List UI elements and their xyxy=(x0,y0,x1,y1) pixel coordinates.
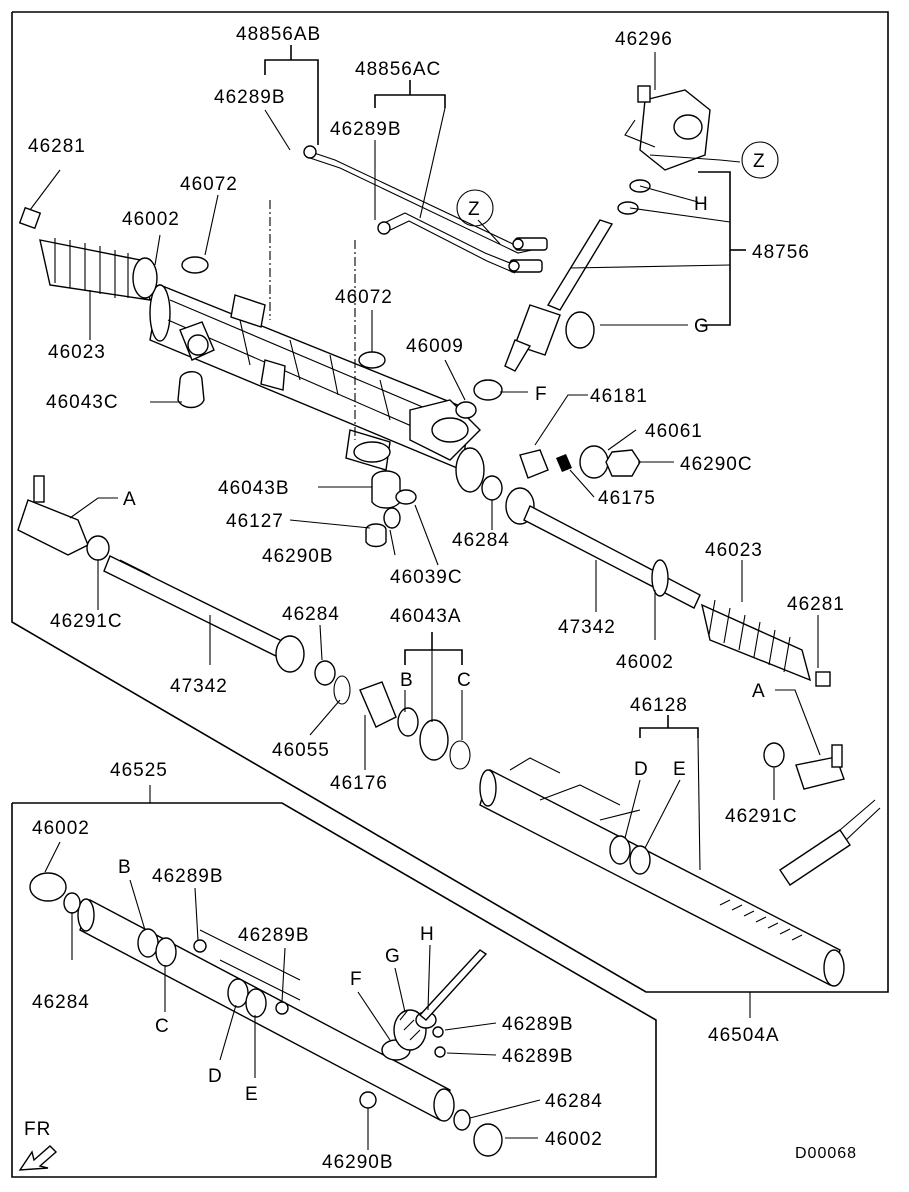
label-46043B: 46043B xyxy=(218,478,290,499)
label-kit-46290B: 46290B xyxy=(322,1152,394,1173)
label-46072-a: 46072 xyxy=(180,174,238,195)
ref-b-mid: B xyxy=(400,670,414,691)
ref-e-mid: E xyxy=(673,759,687,780)
label-46296: 46296 xyxy=(615,29,673,50)
ref-h-kit: H xyxy=(420,924,435,945)
label-46525: 46525 xyxy=(110,760,168,781)
direction-label: FR xyxy=(24,1119,51,1140)
ref-z-mid: Z xyxy=(468,199,481,220)
label-46504A: 46504A xyxy=(708,1025,780,1046)
kit-frame xyxy=(11,802,657,1178)
label-46176: 46176 xyxy=(330,773,388,794)
label-kit-46002: 46002 xyxy=(32,818,90,839)
label-46023-left: 46023 xyxy=(48,342,106,363)
front-direction-arrow xyxy=(18,1145,58,1171)
rack-housing-assembly xyxy=(479,757,881,987)
leader-lines xyxy=(29,45,821,1150)
label-48756: 48756 xyxy=(752,242,810,263)
label-46055: 46055 xyxy=(272,740,330,761)
ref-g-kit: G xyxy=(385,946,401,967)
label-46291C-right: 46291C xyxy=(725,806,798,827)
ref-g-top: G xyxy=(694,316,710,337)
label-47342-left: 47342 xyxy=(170,676,228,697)
label-48856AC: 48856AC xyxy=(355,59,441,80)
label-kit-46002-right: 46002 xyxy=(545,1129,603,1150)
label-46009: 46009 xyxy=(406,336,464,357)
label-kit-46284-left: 46284 xyxy=(32,992,90,1013)
label-46175: 46175 xyxy=(598,488,656,509)
label-46281-right: 46281 xyxy=(787,594,845,615)
reference-z-top xyxy=(741,141,779,179)
right-tie-rod xyxy=(505,487,845,790)
label-kit-46289B-4: 46289B xyxy=(502,1046,574,1067)
reference-z-mid xyxy=(456,189,494,227)
ref-c-kit: C xyxy=(155,1016,170,1037)
ref-c-mid: C xyxy=(457,670,472,691)
rack-guide-components xyxy=(365,445,641,548)
ref-d-mid: D xyxy=(634,759,649,780)
label-46002-top: 46002 xyxy=(122,209,180,230)
label-46291C-left: 46291C xyxy=(50,611,123,632)
label-46281-left: 46281 xyxy=(28,136,86,157)
label-46290B-mid: 46290B xyxy=(262,546,334,567)
label-47342-right: 47342 xyxy=(558,617,616,638)
kit-rack-housing xyxy=(29,872,503,1157)
label-46181: 46181 xyxy=(590,386,648,407)
label-46127: 46127 xyxy=(226,511,284,532)
label-46023-right: 46023 xyxy=(705,540,763,561)
label-48856AB: 48856AB xyxy=(236,24,321,45)
main-frame xyxy=(11,11,889,993)
left-boot xyxy=(18,206,386,409)
pipe-assemblies xyxy=(303,145,548,274)
ref-e-kit: E xyxy=(245,1084,259,1105)
ref-z-top: Z xyxy=(753,151,766,172)
label-kit-46284-right: 46284 xyxy=(545,1091,603,1112)
label-46002-right: 46002 xyxy=(616,652,674,673)
ref-f-kit: F xyxy=(350,969,363,990)
label-46284-mid: 46284 xyxy=(452,530,510,551)
pinion-valve xyxy=(455,85,711,419)
ref-a-right: A xyxy=(752,681,766,702)
label-46061: 46061 xyxy=(645,421,703,442)
label-46289B-b: 46289B xyxy=(330,119,402,140)
ref-b-kit: B xyxy=(118,857,132,878)
label-46290C: 46290C xyxy=(680,454,753,475)
label-46039C: 46039C xyxy=(390,567,463,588)
label-46043C: 46043C xyxy=(46,392,119,413)
ref-h-top: H xyxy=(694,194,709,215)
label-46289B-a: 46289B xyxy=(214,87,286,108)
ref-f-top: F xyxy=(535,384,548,405)
label-kit-46289B-1: 46289B xyxy=(152,866,224,887)
left-tie-rod xyxy=(17,475,336,686)
label-46043A: 46043A xyxy=(390,606,462,627)
ref-a-left: A xyxy=(123,489,137,510)
label-46128: 46128 xyxy=(630,695,688,716)
label-kit-46289B-3: 46289B xyxy=(502,1014,574,1035)
middle-seals xyxy=(333,675,471,770)
label-46072-b: 46072 xyxy=(335,287,393,308)
rack-housing-top xyxy=(149,284,485,493)
label-kit-46289B-2: 46289B xyxy=(238,925,310,946)
ref-d-kit: D xyxy=(208,1066,223,1087)
label-46284-low: 46284 xyxy=(282,604,340,625)
diagram-code: D00068 xyxy=(795,1145,857,1162)
